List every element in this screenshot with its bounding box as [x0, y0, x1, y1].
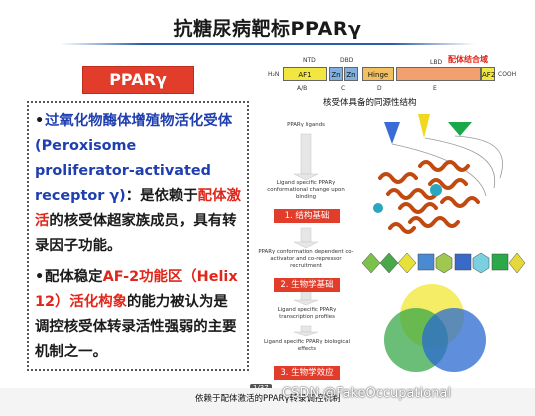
- sub-e-label: E: [433, 85, 437, 92]
- slide-title: 抗糖尿病靶标PPARγ: [173, 18, 362, 40]
- af2-domain: AF2: [481, 67, 495, 81]
- ppar-fullname: 过氧化物酶体增殖物活化受体(Peroxisome proliferator-ac…: [35, 113, 233, 204]
- bullet-1: •: [35, 113, 45, 129]
- dbd-label: DBD: [340, 57, 354, 64]
- h2n-label: H₂N: [268, 71, 280, 78]
- flow-ligands-label: PPARγ ligands: [287, 122, 325, 128]
- ppar-label-box: PPARγ: [82, 66, 194, 94]
- para2-text2: 的能力被认为是调控核受体转录活性强弱的主要机制之一。: [35, 294, 237, 360]
- bottom-bar: [0, 388, 535, 416]
- para1-text2: 的核受体超家族成员，具有转录因子功能。: [35, 213, 237, 254]
- lbd-label: LBD: [430, 59, 443, 66]
- hinge-domain: Hinge: [362, 67, 394, 81]
- cooh-label: COOH: [498, 71, 517, 78]
- domain-bar: AF1 Zn Zn Hinge AF2: [283, 67, 517, 81]
- ntd-label: NTD: [303, 57, 316, 64]
- para2-text1: 配体稳定: [45, 269, 103, 285]
- ligand-yellow-icon: [418, 114, 430, 138]
- sub-c-label: C: [341, 85, 346, 92]
- zn-domain-2: Zn: [344, 67, 358, 81]
- subtitle-caption: 依赖于配体激活的PPARγ转录调控机制: [195, 394, 341, 404]
- para1-text1: ：是依赖于: [125, 188, 198, 204]
- flow-effects-label: Ligand specific PPARγ biological effects: [263, 339, 351, 352]
- protein-structure-image: [373, 114, 503, 234]
- para1-highlight: 配体激活: [35, 188, 241, 229]
- zn-domain-1: Zn: [329, 67, 343, 81]
- paragraph-1: •过氧化物酶体增殖物活化受体(Peroxisome proliferator-a…: [35, 109, 241, 259]
- description-panel: •过氧化物酶体增殖物活化受体(Peroxisome proliferator-a…: [27, 101, 249, 371]
- domain-caption: 核受体具备的同源性结构: [323, 98, 417, 108]
- structural-basis-button: 1. 结构基础: [274, 209, 340, 223]
- sub-d-label: D: [377, 85, 382, 92]
- biological-effects-button: 3. 生物学效应: [274, 366, 340, 380]
- ligand-binding-domain-label: 配体结合域: [448, 55, 488, 64]
- coregulator-shapes: [361, 252, 526, 274]
- sub-ab-label: A/B: [297, 85, 308, 92]
- flow-conformational-label: Ligand specific PPARγ conformational cha…: [267, 180, 345, 200]
- flow-recruitment-label: PPARγ conformation dependent co-activato…: [258, 249, 354, 269]
- bullet-2: •: [35, 269, 45, 285]
- flow-arrows: [293, 133, 319, 337]
- venn-diagram: [384, 284, 486, 372]
- lbd-domain: [396, 67, 481, 81]
- ligand-green-icon: [448, 122, 472, 136]
- title-divider: [60, 43, 475, 45]
- flow-transcription-label: Ligand specific PPARγ transcription prof…: [277, 307, 337, 320]
- csdn-watermark: CSDN @FakeOccupational: [282, 386, 451, 401]
- para2-highlight: AF-2功能区（Helix 12）活化构象: [35, 269, 238, 310]
- paragraph-2: •配体稳定AF-2功能区（Helix 12）活化构象的能力被认为是调控核受体转录…: [35, 265, 241, 365]
- ligand-blue-icon: [384, 122, 400, 144]
- af1-domain: AF1: [283, 67, 327, 81]
- biological-basis-button: 2. 生物学基础: [274, 278, 340, 292]
